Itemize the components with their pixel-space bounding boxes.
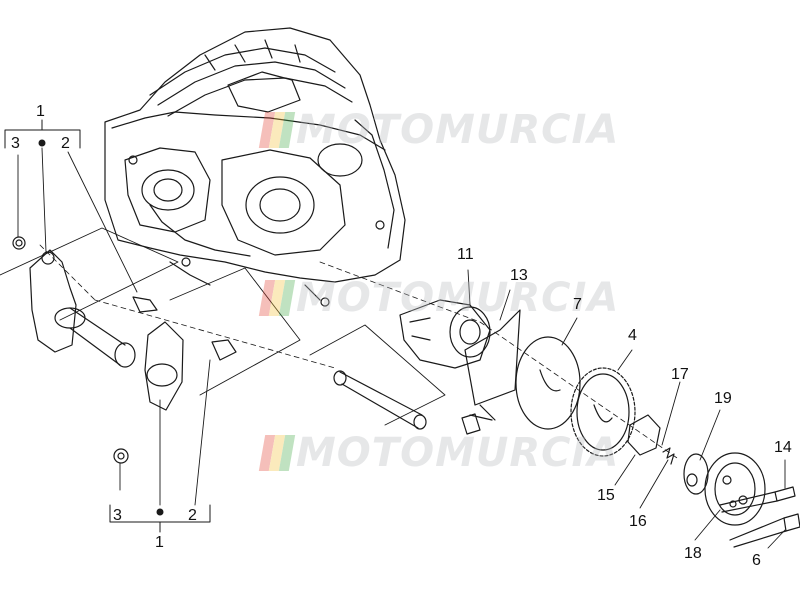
callout-7: 7: [573, 296, 582, 313]
callout-1-bottom: 1: [155, 534, 164, 551]
disc: [515, 336, 581, 430]
watermark-top: MOTOMURCIA: [258, 107, 620, 153]
tensioner: [627, 414, 661, 456]
cylinder-head: [104, 27, 406, 307]
cam-plate: [464, 309, 521, 421]
flag-icon: [258, 435, 296, 471]
bolts: [461, 413, 800, 548]
flyweight: [683, 453, 709, 495]
callout-4: 4: [628, 327, 637, 344]
watermark-bottom: MOTOMURCIA: [258, 430, 620, 476]
callout-2-bottom: 2: [188, 507, 197, 524]
callout-3-top: 3: [11, 135, 20, 152]
cover-disc: [704, 452, 766, 526]
rocker-arm-left: [12, 236, 158, 368]
callout-2-top: 2: [61, 135, 70, 152]
flag-icon: [258, 280, 296, 316]
callout-11: 11: [457, 246, 474, 263]
callout-17: 17: [671, 366, 689, 383]
watermark-text: MOTOMURCIA: [296, 430, 620, 476]
watermark-middle: MOTOMURCIA: [258, 275, 620, 321]
callout-6: 6: [752, 552, 761, 569]
callout-16: 16: [629, 513, 647, 530]
watermark-text: MOTOMURCIA: [296, 107, 620, 153]
watermark-text: MOTOMURCIA: [296, 275, 620, 321]
callout-brackets: [4, 119, 211, 533]
callout-15: 15: [597, 487, 615, 504]
callout-19: 19: [714, 390, 732, 407]
cam-gear: [570, 367, 636, 457]
spring: [662, 447, 675, 465]
callout-14: 14: [774, 439, 792, 456]
rocker-shaft: [333, 370, 427, 430]
callout-1-top: 1: [36, 103, 45, 120]
callout-18: 18: [684, 545, 702, 562]
callout-3-bottom: 3: [113, 507, 122, 524]
group-brackets: [0, 227, 446, 426]
callout-13: 13: [510, 267, 528, 284]
leader-lines: [17, 147, 786, 549]
flag-icon: [258, 112, 296, 148]
rocker-arm-right: [113, 321, 237, 464]
camshaft: [399, 299, 491, 369]
